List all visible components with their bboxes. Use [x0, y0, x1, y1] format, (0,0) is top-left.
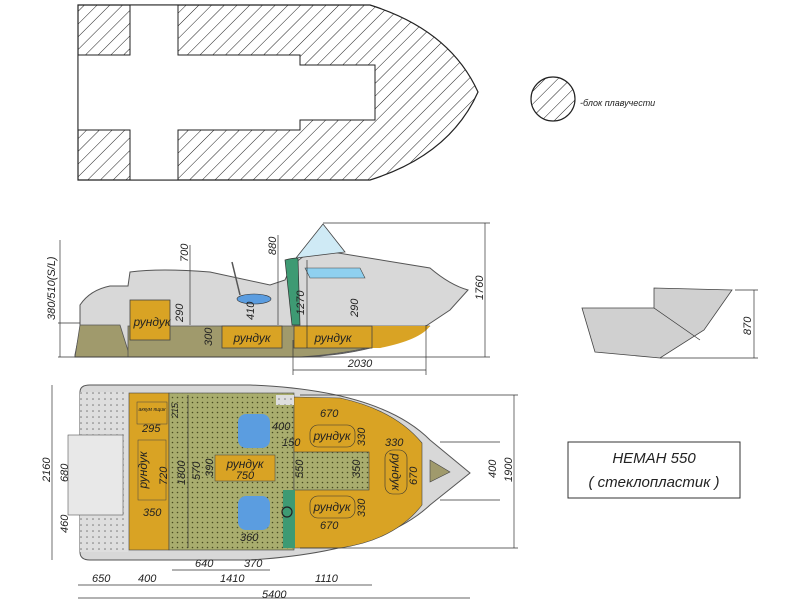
- dim-5400: 5400: [262, 589, 287, 600]
- bow-profile-view: 870: [581, 287, 758, 359]
- dim-1270: 1270: [295, 290, 307, 315]
- dim-370: 370: [244, 558, 263, 570]
- dim-700: 700: [179, 243, 191, 262]
- dim-150: 150: [282, 437, 301, 449]
- dim-720: 720: [158, 466, 170, 485]
- side-box-label: рундук: [232, 331, 271, 345]
- dim-670: 670: [320, 520, 339, 532]
- battery-box-label: аккум ящик: [139, 407, 167, 413]
- dim-870: 870: [742, 316, 754, 335]
- dim-transom: 380/510(S/L): [46, 256, 58, 320]
- dim-390: 390: [204, 458, 216, 477]
- plan-box-label: рундук: [312, 429, 351, 443]
- dim-300: 300: [203, 327, 215, 346]
- side-view: рундук рундук рундук 380/510(S/L) 700 88…: [46, 222, 490, 375]
- dim-670: 670: [320, 408, 339, 420]
- dim-330: 330: [356, 427, 368, 446]
- dim-360: 360: [240, 532, 259, 544]
- dim-880: 880: [267, 236, 279, 255]
- dim-640: 640: [195, 558, 214, 570]
- legend: -блок плавучести: [530, 76, 655, 122]
- dim-290: 290: [349, 298, 361, 318]
- dim-460: 460: [59, 514, 71, 533]
- dim-1800: 1800: [176, 460, 188, 485]
- buoyancy-legend-swatch: [530, 76, 576, 122]
- plan-box-label: рундук: [225, 457, 264, 471]
- legend-label: -блок плавучести: [580, 98, 655, 108]
- dim-330: 330: [356, 498, 368, 517]
- dim-400: 400: [487, 459, 499, 478]
- dim-1900: 1900: [503, 457, 515, 482]
- dim-350: 350: [143, 507, 162, 519]
- model-title: НЕМАН 550: [612, 450, 696, 467]
- title-box: НЕМАН 550 ( стеклопластик ): [567, 441, 741, 499]
- model-material: ( стеклопластик ): [588, 474, 719, 491]
- plan-box-label: рундук: [312, 500, 351, 514]
- side-box-label: рундук: [313, 331, 352, 345]
- dim-650: 650: [92, 573, 111, 585]
- dim-410: 410: [245, 301, 257, 320]
- plan-box-label: рундук: [389, 452, 403, 491]
- plan-box-label: рундук: [136, 450, 150, 489]
- dim-400: 400: [138, 573, 157, 585]
- dim-400: 400: [272, 421, 291, 433]
- dim-295: 295: [141, 423, 161, 435]
- buoyancy-plan-view: [77, 4, 479, 181]
- dim-290: 290: [174, 303, 186, 323]
- dim-330: 330: [385, 437, 404, 449]
- side-box-label: рундук: [132, 315, 171, 329]
- dim-2160: 2160: [41, 457, 53, 483]
- dim-680: 680: [59, 463, 71, 482]
- plan-view: аккум ящик рундук рундук рундук рундук р…: [41, 384, 518, 601]
- dim-570: 570: [191, 461, 203, 480]
- dim-1110: 1110: [315, 573, 339, 585]
- dim-670: 670: [408, 466, 420, 485]
- dim-1410: 1410: [220, 573, 245, 585]
- dim-1760: 1760: [474, 275, 486, 300]
- dim-215: 215: [170, 402, 180, 419]
- steering-wheel-icon: [281, 506, 293, 518]
- dim-350: 350: [351, 459, 363, 478]
- dim-2030: 2030: [347, 358, 373, 370]
- dim-550: 550: [294, 459, 306, 478]
- dim-750: 750: [236, 470, 255, 482]
